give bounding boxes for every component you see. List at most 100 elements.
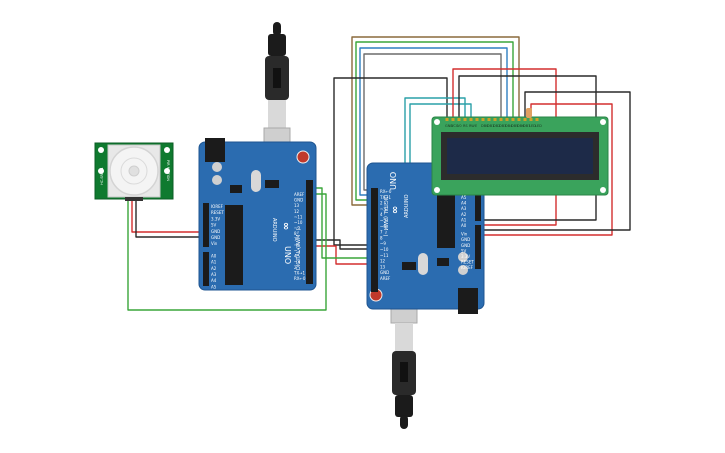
- wire-black-lcd-led[interactable]: [478, 91, 631, 231]
- lcd-pin-label: DB3: [499, 124, 506, 128]
- digital-header-right[interactable]: [371, 188, 378, 292]
- lcd-pin-label: DB5: [511, 124, 518, 128]
- power-header-left[interactable]: [203, 203, 209, 247]
- header-label-left: TX→1: [293, 270, 306, 275]
- model-right: UNO: [389, 172, 398, 190]
- lcd-pin[interactable]: [463, 118, 467, 121]
- power-label-right: GND: [461, 243, 470, 248]
- lcd-pin[interactable]: [499, 118, 503, 121]
- header-label-right: 13: [380, 264, 386, 269]
- lcd-pin[interactable]: [481, 118, 485, 121]
- wire-black-pir[interactable]: [135, 199, 205, 238]
- header-label-right: ~10: [380, 247, 389, 252]
- wire-green-pir[interactable]: [127, 193, 327, 311]
- header-label-right: ~9: [380, 241, 386, 246]
- header-label-left: 4: [294, 254, 297, 259]
- analog-label-right: A5: [461, 195, 467, 200]
- analog-header-left[interactable]: [203, 252, 209, 286]
- header-label-left: ~9: [294, 226, 300, 231]
- lcd-pin[interactable]: [451, 118, 455, 121]
- header-label-right: ~3: [380, 206, 386, 211]
- lcd-pin-label: DB0: [481, 124, 488, 128]
- header-label-right: 4: [380, 212, 383, 217]
- header-label-right: AREF: [380, 276, 391, 281]
- analog-label-right: A0: [461, 223, 467, 228]
- wire-green-boards[interactable]: [313, 187, 372, 259]
- logo-left: ∞: [280, 222, 291, 230]
- power-label-left: Vin: [211, 241, 218, 246]
- lcd-pin[interactable]: [475, 118, 479, 121]
- pir-sensor[interactable]: HC-SR501 PIR MOTION: [94, 142, 174, 201]
- lcd-pin[interactable]: [523, 118, 527, 121]
- lcd-pin-label: V0: [457, 124, 462, 128]
- digital-caption-right: DIGITAL (PWM~): [382, 195, 388, 237]
- lcd-pin[interactable]: [535, 118, 539, 121]
- power-label-left: GND: [211, 229, 220, 234]
- lcd-resistor[interactable]: [526, 108, 532, 118]
- analog-label-right: A4: [461, 201, 467, 206]
- power-label-right: Vin: [461, 232, 468, 237]
- lcd-pin[interactable]: [511, 118, 515, 121]
- digital-header-left[interactable]: [306, 180, 313, 284]
- analog-header-right[interactable]: [475, 195, 481, 221]
- analog-label-left: A3: [211, 272, 217, 277]
- microcontroller-left: [225, 205, 243, 285]
- header-label-right: 7: [380, 230, 383, 235]
- power-label-right: 3.3V: [461, 254, 470, 259]
- header-label-left: ~3: [294, 259, 300, 264]
- lcd-pin[interactable]: [493, 118, 497, 121]
- header-label-right: ~11: [380, 253, 389, 258]
- power-label-left: IOREF: [211, 204, 224, 209]
- wire-black-lcd-gnd[interactable]: [458, 75, 597, 221]
- analog-label-right: A2: [461, 212, 467, 217]
- model-left: UNO: [283, 246, 292, 264]
- wire-red-boards[interactable]: [313, 245, 372, 265]
- lcd-pin-label: GND: [445, 124, 453, 128]
- wire-red-lcd-vcc[interactable]: [452, 68, 557, 226]
- header-label-left: ~5: [294, 248, 300, 253]
- wire-brown-top[interactable]: [351, 36, 520, 206]
- lcd-pin[interactable]: [445, 118, 449, 121]
- lcd-pin[interactable]: [529, 118, 533, 121]
- header-label-left: 7: [294, 237, 297, 242]
- power-header-right[interactable]: [475, 225, 481, 269]
- wire-black-lcd-rw[interactable]: [333, 77, 448, 246]
- header-label-left: 8: [294, 231, 297, 236]
- arduino-left[interactable]: ∞ UNO ARDUINO DIGITAL (PWM~) AREFGND1312…: [198, 138, 317, 291]
- wire-green-top[interactable]: [355, 41, 514, 201]
- lcd-pin-label: E: [475, 124, 477, 128]
- wire-blue-top[interactable]: [359, 47, 508, 196]
- digital-caption-left: DIGITAL (PWM~): [296, 228, 302, 270]
- arduino-right[interactable]: ∞ UNO ARDUINO DIGITAL (PWM~) RX←0TX→12~3…: [366, 162, 485, 314]
- lcd-pin[interactable]: [457, 118, 461, 121]
- lcd-pin[interactable]: [505, 118, 509, 121]
- lcd-pin[interactable]: [487, 118, 491, 121]
- microcontroller-right: [437, 192, 455, 248]
- pir-pins[interactable]: [125, 197, 143, 201]
- analog-label-left: A4: [211, 278, 217, 283]
- analog-label-left: A5: [211, 284, 217, 289]
- reset-button-left[interactable]: [296, 150, 310, 164]
- header-label-left: RX←0: [294, 276, 306, 281]
- header-label-right: ~6: [380, 224, 386, 229]
- lcd-pin[interactable]: [469, 118, 473, 121]
- lcd-pin[interactable]: [517, 118, 521, 121]
- power-label-right: IOREF: [461, 265, 474, 270]
- wire-red-pir[interactable]: [131, 199, 205, 233]
- lcd-pin-label: RS: [463, 124, 468, 128]
- pir-label-right: PIR MOTION: [166, 160, 170, 181]
- lcd-pin-label: DB7: [523, 124, 530, 128]
- header-label-left: 12: [294, 209, 300, 214]
- header-label-right: RX←0: [380, 189, 392, 194]
- power-label-right: RESET: [461, 260, 474, 265]
- header-label-left: 13: [294, 203, 300, 208]
- power-label-left: 5V: [211, 223, 217, 228]
- analog-label-right: A3: [461, 206, 467, 211]
- header-label-left: ~10: [294, 220, 303, 225]
